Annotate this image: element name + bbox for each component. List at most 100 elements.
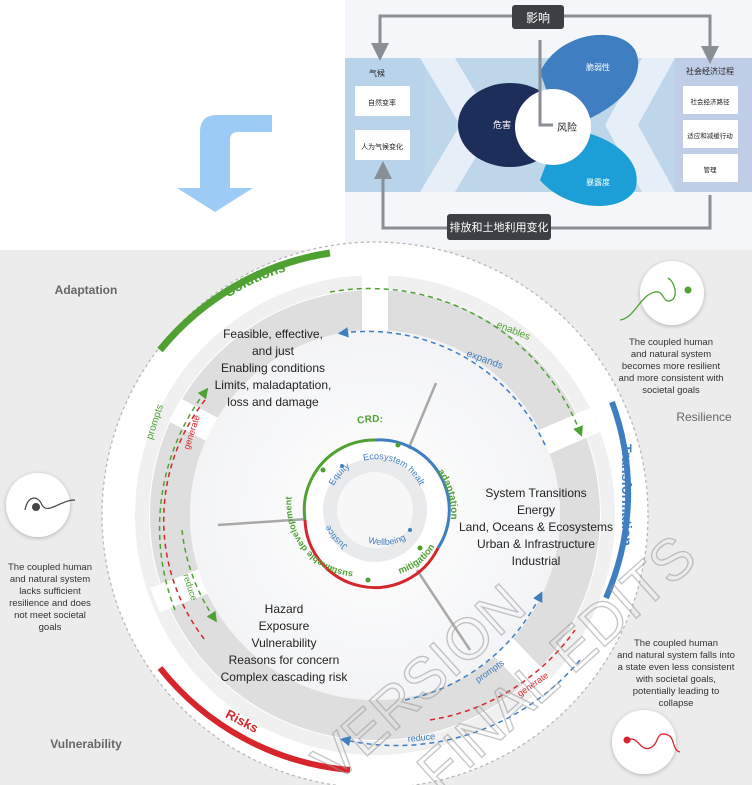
outer-dashed-ring	[101, 241, 649, 785]
note-line: potentially leading to	[633, 686, 720, 697]
risks-line: Reasons for concern	[229, 653, 340, 667]
vulnerability-corner-label: Vulnerability	[50, 737, 122, 751]
exposure-label: 暴露度	[586, 177, 610, 187]
collapse-state-icon	[612, 710, 681, 774]
solutions-line: and just	[252, 344, 295, 358]
solutions-line: Limits, maladaptation,	[215, 378, 332, 392]
risks-line: Vulnerability	[252, 636, 317, 650]
emissions-label: 排放和土地利用变化	[450, 220, 549, 234]
transitions-line: Urban & Infrastructure	[477, 537, 595, 551]
note-line: becomes more resilient	[622, 361, 721, 372]
resilient-state-circle	[640, 261, 704, 325]
note-line: The coupled human	[8, 562, 92, 573]
risks-text: Hazard Exposure Vulnerability Reasons fo…	[221, 602, 349, 684]
socio-box-pathways	[683, 86, 738, 114]
crd-green-arc-2	[302, 477, 314, 521]
socio-item-actions: 适应和减缓行动	[687, 131, 733, 140]
impact-label: 影响	[526, 10, 550, 25]
note-line: and more consistent with	[618, 373, 723, 384]
emissions-box	[447, 214, 551, 240]
vulnerable-note: The coupled human and natural system lac…	[8, 562, 92, 633]
solutions-text: Feasible, effective, and just Enabling c…	[215, 327, 332, 409]
climate-box-natural	[355, 86, 410, 116]
resilient-state-icon	[619, 261, 704, 325]
climate-box-anthropogenic	[355, 130, 410, 160]
climate-title: 气候	[369, 68, 385, 78]
risks-arc	[157, 666, 351, 773]
note-line: societal goals	[642, 385, 700, 396]
risk-label: 风险	[557, 121, 577, 134]
resilient-note: The coupled human and natural system bec…	[618, 337, 723, 396]
reduce-bottom-label: reduce	[407, 731, 435, 744]
impact-box	[512, 5, 564, 29]
note-line: and natural system	[631, 349, 711, 360]
crd-blue-arc	[374, 438, 451, 549]
risks-line: Hazard	[265, 602, 304, 616]
collapse-note: The coupled human and natural system fal…	[617, 638, 735, 709]
vulnerable-trajectory	[24, 497, 76, 511]
socio-box-governance	[683, 154, 738, 182]
vulnerability-label: 脆弱性	[586, 62, 610, 72]
collapse-trajectory	[627, 733, 681, 753]
socio-title: 社会经济过程	[686, 66, 734, 76]
risks-line: Complex cascading risk	[221, 670, 349, 684]
climate-panel	[345, 58, 425, 192]
hazard-label: 危害	[493, 119, 511, 131]
socio-item-pathways: 社会经济路径	[691, 97, 731, 106]
transitions-line: Industrial	[512, 554, 561, 568]
note-line: goals	[39, 622, 62, 633]
crd-red-arc	[303, 519, 440, 590]
note-line: collapse	[659, 698, 694, 709]
solutions-line: Enabling conditions	[221, 361, 325, 375]
solutions-arc	[157, 249, 331, 353]
transformation-arc-label: Transformation	[619, 444, 635, 546]
transitions-text: System Transitions Energy Land, Oceans &…	[459, 486, 613, 568]
note-line: lacks sufficient	[19, 586, 81, 597]
climate-item-natural: 自然变率	[368, 98, 396, 107]
note-line: a state even less consistent	[618, 662, 735, 673]
solutions-line: Feasible, effective,	[223, 327, 323, 341]
note-line: resilience and does	[9, 598, 91, 609]
transitions-line: System Transitions	[485, 486, 586, 500]
climate-item-anthropogenic: 人为气候变化	[361, 142, 403, 151]
impact-to-risk-line	[538, 40, 553, 127]
note-line: not meet societal	[14, 610, 86, 621]
adaptation-label: Adaptation	[55, 283, 118, 297]
socio-item-governance: 管理	[704, 165, 718, 174]
crd-dots	[320, 442, 423, 583]
socio-box-actions	[683, 120, 738, 148]
note-line: The coupled human	[634, 638, 718, 649]
vulnerable-state-icon	[6, 473, 76, 537]
crd-inner-core	[337, 472, 413, 548]
crd-label: CRD:	[356, 414, 383, 427]
solutions-line: loss and damage	[227, 395, 319, 409]
collapse-state-dot	[623, 736, 631, 744]
note-line: and natural system	[10, 574, 90, 585]
transitions-line: Energy	[517, 503, 555, 517]
reduce-left-arrow	[181, 529, 217, 623]
transitions-line: Land, Oceans & Ecosystems	[459, 520, 613, 534]
flow-arrow	[177, 115, 272, 212]
resilience-label: Resilience	[676, 410, 732, 424]
note-line: with societal goals,	[635, 674, 716, 685]
generate-left-arrow	[163, 399, 206, 641]
resilient-trajectory	[619, 277, 676, 321]
right-chevron	[605, 58, 675, 192]
crd-green-arc	[310, 438, 376, 479]
resilient-state-dot	[684, 286, 692, 294]
enables-arrow	[329, 287, 583, 437]
note-line: The coupled human	[629, 337, 713, 348]
transformation-arc	[603, 400, 632, 600]
prompts-bottom-arrow	[404, 591, 543, 701]
vulnerable-state-dot	[32, 503, 40, 511]
risk-core	[515, 89, 591, 165]
reduce-bottom-arrow	[339, 659, 581, 747]
generate-bottom-arrow	[429, 629, 576, 721]
risks-line: Exposure	[259, 619, 310, 633]
note-line: and natural system falls into	[617, 650, 735, 661]
collapse-state-circle	[612, 710, 676, 774]
prompts-left-arrow	[158, 387, 209, 611]
risk-framework-diagram: 影响 排放和土地利用变化 气候 自然变率 人为气候变化 社会经济过程 社会经济路…	[345, 0, 752, 250]
